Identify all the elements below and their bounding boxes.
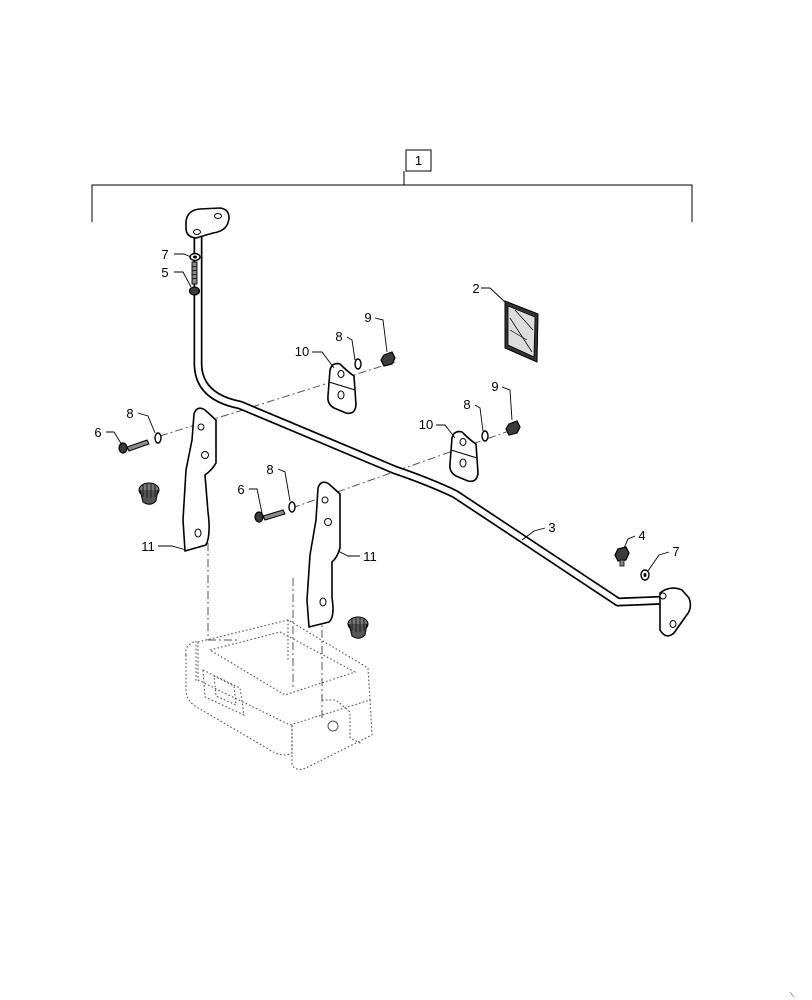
part-7-washer (189, 252, 201, 262)
part-2-decal (504, 300, 539, 363)
part-4-bolt (614, 546, 630, 567)
callout-2: 2 (472, 281, 479, 296)
leader-lines (106, 253, 670, 572)
part-10-clip (327, 362, 357, 415)
part-8-washer (154, 358, 489, 513)
callout-9a: 9 (364, 310, 371, 325)
callout-6a: 6 (94, 425, 101, 440)
callout-8c: 8 (335, 329, 342, 344)
part-11-strap (306, 481, 341, 628)
callout-1: 1 (415, 153, 422, 168)
callout-labels: 1 2 3 4 5 6 6 7 7 8 8 8 9 9 8 10 10 11 1… (94, 153, 679, 564)
callout-7b: 7 (672, 544, 679, 559)
callout-box-1 (405, 149, 432, 172)
callout-6b: 6 (237, 482, 244, 497)
callout-11b: 11 (363, 549, 377, 564)
part-9-nut (380, 351, 521, 436)
corner-mark (789, 991, 795, 998)
callout-8d: 8 (463, 397, 470, 412)
callout-4: 4 (638, 528, 645, 543)
part-10-clip (449, 430, 479, 483)
part-5-screw (188, 261, 201, 296)
callout-9b: 9 (491, 379, 498, 394)
callout-5: 5 (161, 265, 168, 280)
callout-11a: 11 (141, 539, 155, 554)
callout-10b: 10 (419, 417, 433, 432)
callout-8a: 8 (126, 406, 133, 421)
part-6-bolt (254, 509, 286, 523)
callout-7a: 7 (161, 247, 168, 262)
assembly-bracket (91, 149, 693, 222)
callout-8b: 8 (266, 462, 273, 477)
knob (138, 482, 160, 505)
reference-box (185, 619, 373, 771)
part-3-handle-rod (185, 207, 692, 637)
callout-3: 3 (548, 520, 555, 535)
callout-10a: 10 (295, 344, 309, 359)
knob (347, 616, 369, 639)
part-6-bolt (118, 439, 150, 454)
part-7-washer (640, 569, 650, 581)
part-11-strap (182, 407, 217, 552)
